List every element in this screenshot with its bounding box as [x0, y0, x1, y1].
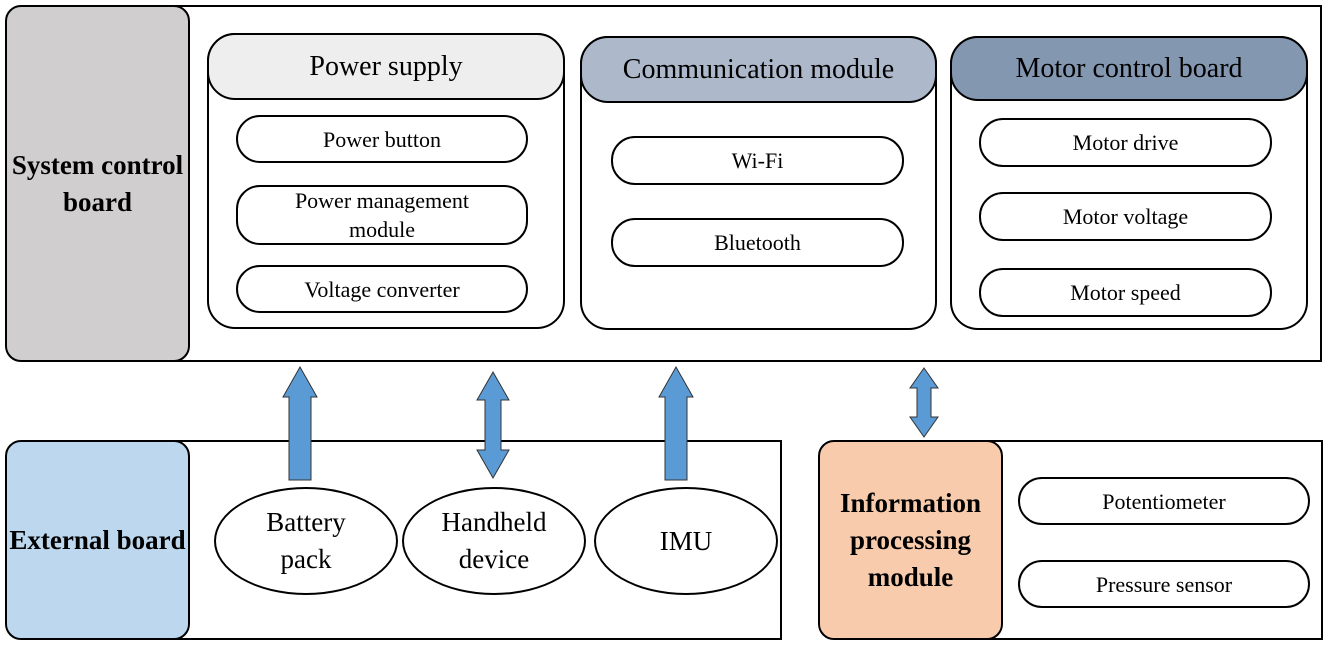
imu-to-system-arrow [658, 365, 694, 481]
battery-to-system-arrow [282, 365, 318, 481]
external-board-label: External board [5, 440, 190, 640]
potentiometer-item: Potentiometer [1018, 477, 1310, 525]
bluetooth-item: Bluetooth [611, 218, 904, 267]
communication-module-title: Communication module [580, 36, 937, 103]
power-supply-title: Power supply [207, 33, 565, 100]
system-control-board-label: System control board [5, 5, 190, 362]
info-system-bidirectional-arrow [909, 367, 939, 438]
battery-pack-node: Battery pack [214, 487, 398, 595]
pressure-sensor-item: Pressure sensor [1018, 560, 1310, 608]
voltage-converter-item: Voltage converter [236, 265, 528, 313]
motor-voltage-item: Motor voltage [979, 192, 1272, 241]
motor-drive-item: Motor drive [979, 118, 1272, 167]
imu-node: IMU [594, 487, 778, 595]
motor-control-board-title: Motor control board [950, 36, 1308, 101]
wifi-item: Wi-Fi [611, 136, 904, 185]
info-processing-label: Information processing module [818, 440, 1003, 640]
power-button-item: Power button [236, 115, 528, 163]
motor-speed-item: Motor speed [979, 268, 1272, 317]
handheld-system-bidirectional-arrow [476, 370, 510, 480]
power-management-module-item: Power management module [236, 185, 528, 245]
handheld-device-node: Handheld device [402, 487, 586, 595]
